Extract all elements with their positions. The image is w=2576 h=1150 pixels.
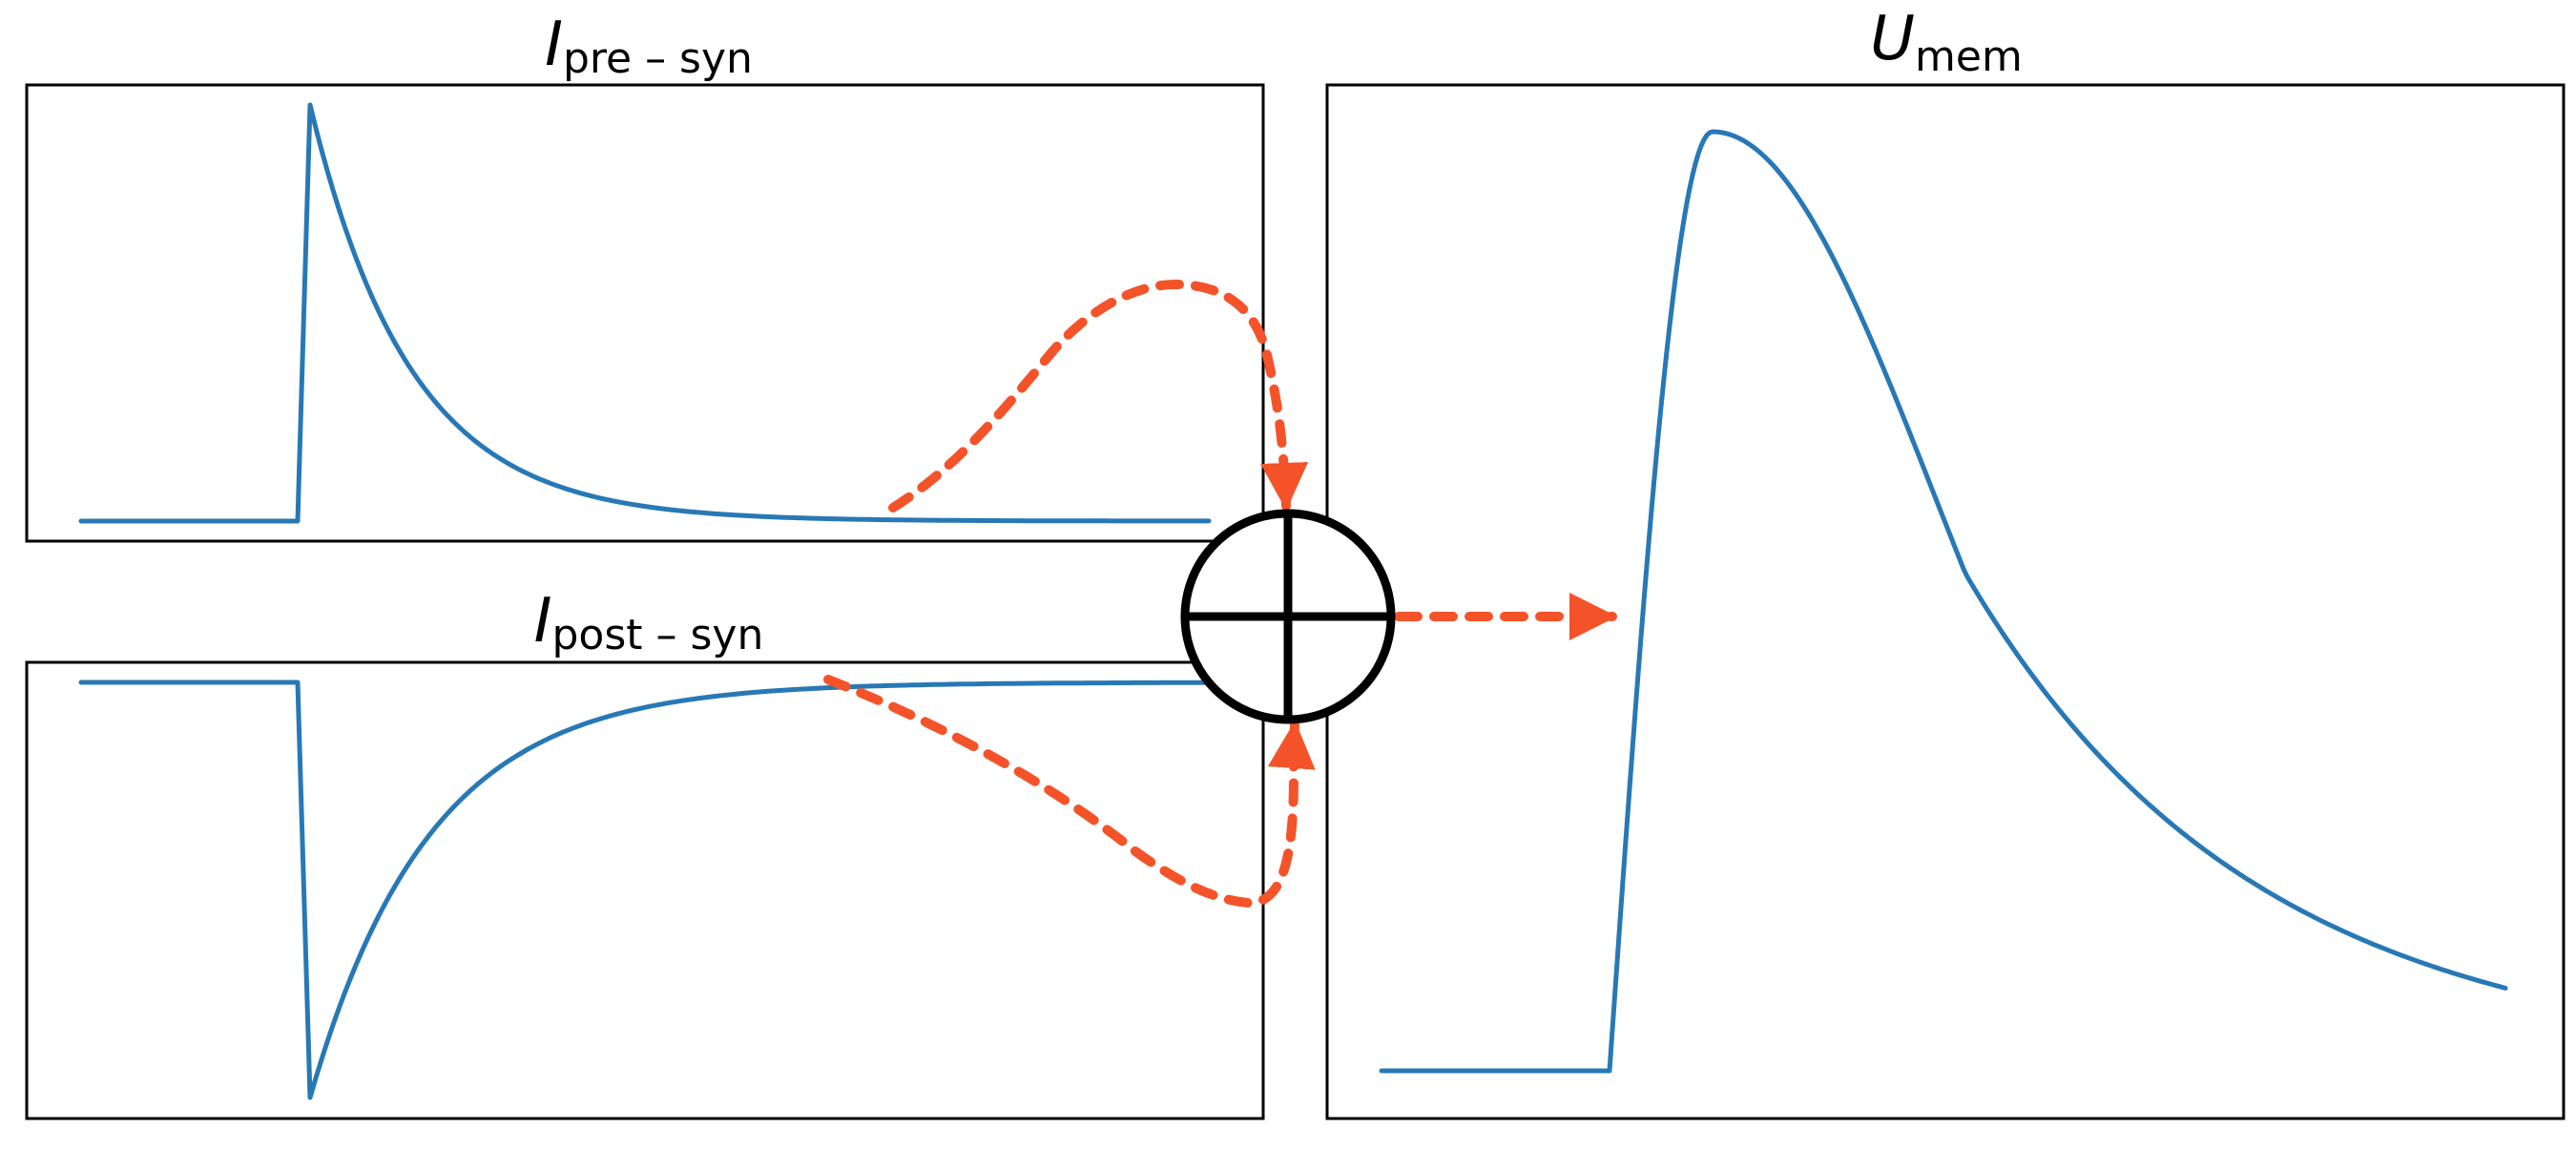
pre-syn-current-trace [78,102,1212,524]
post-syn-panel [25,660,1265,1120]
pre-syn-to-sum-arrow [888,279,1309,512]
post-syn-title: Ipost – syn [534,586,764,659]
membrane-panel [1325,83,2566,1120]
pre-syn-title: Ipre – syn [545,10,753,83]
pre-syn-panel [25,83,1265,543]
post-syn-to-sum-arrow [823,675,1316,909]
membrane-title: Umem [1870,4,2023,81]
post-syn-current-trace [78,680,1212,1100]
membrane-potential-trace [1379,129,2508,1074]
circled-plus-icon [1180,509,1396,724]
